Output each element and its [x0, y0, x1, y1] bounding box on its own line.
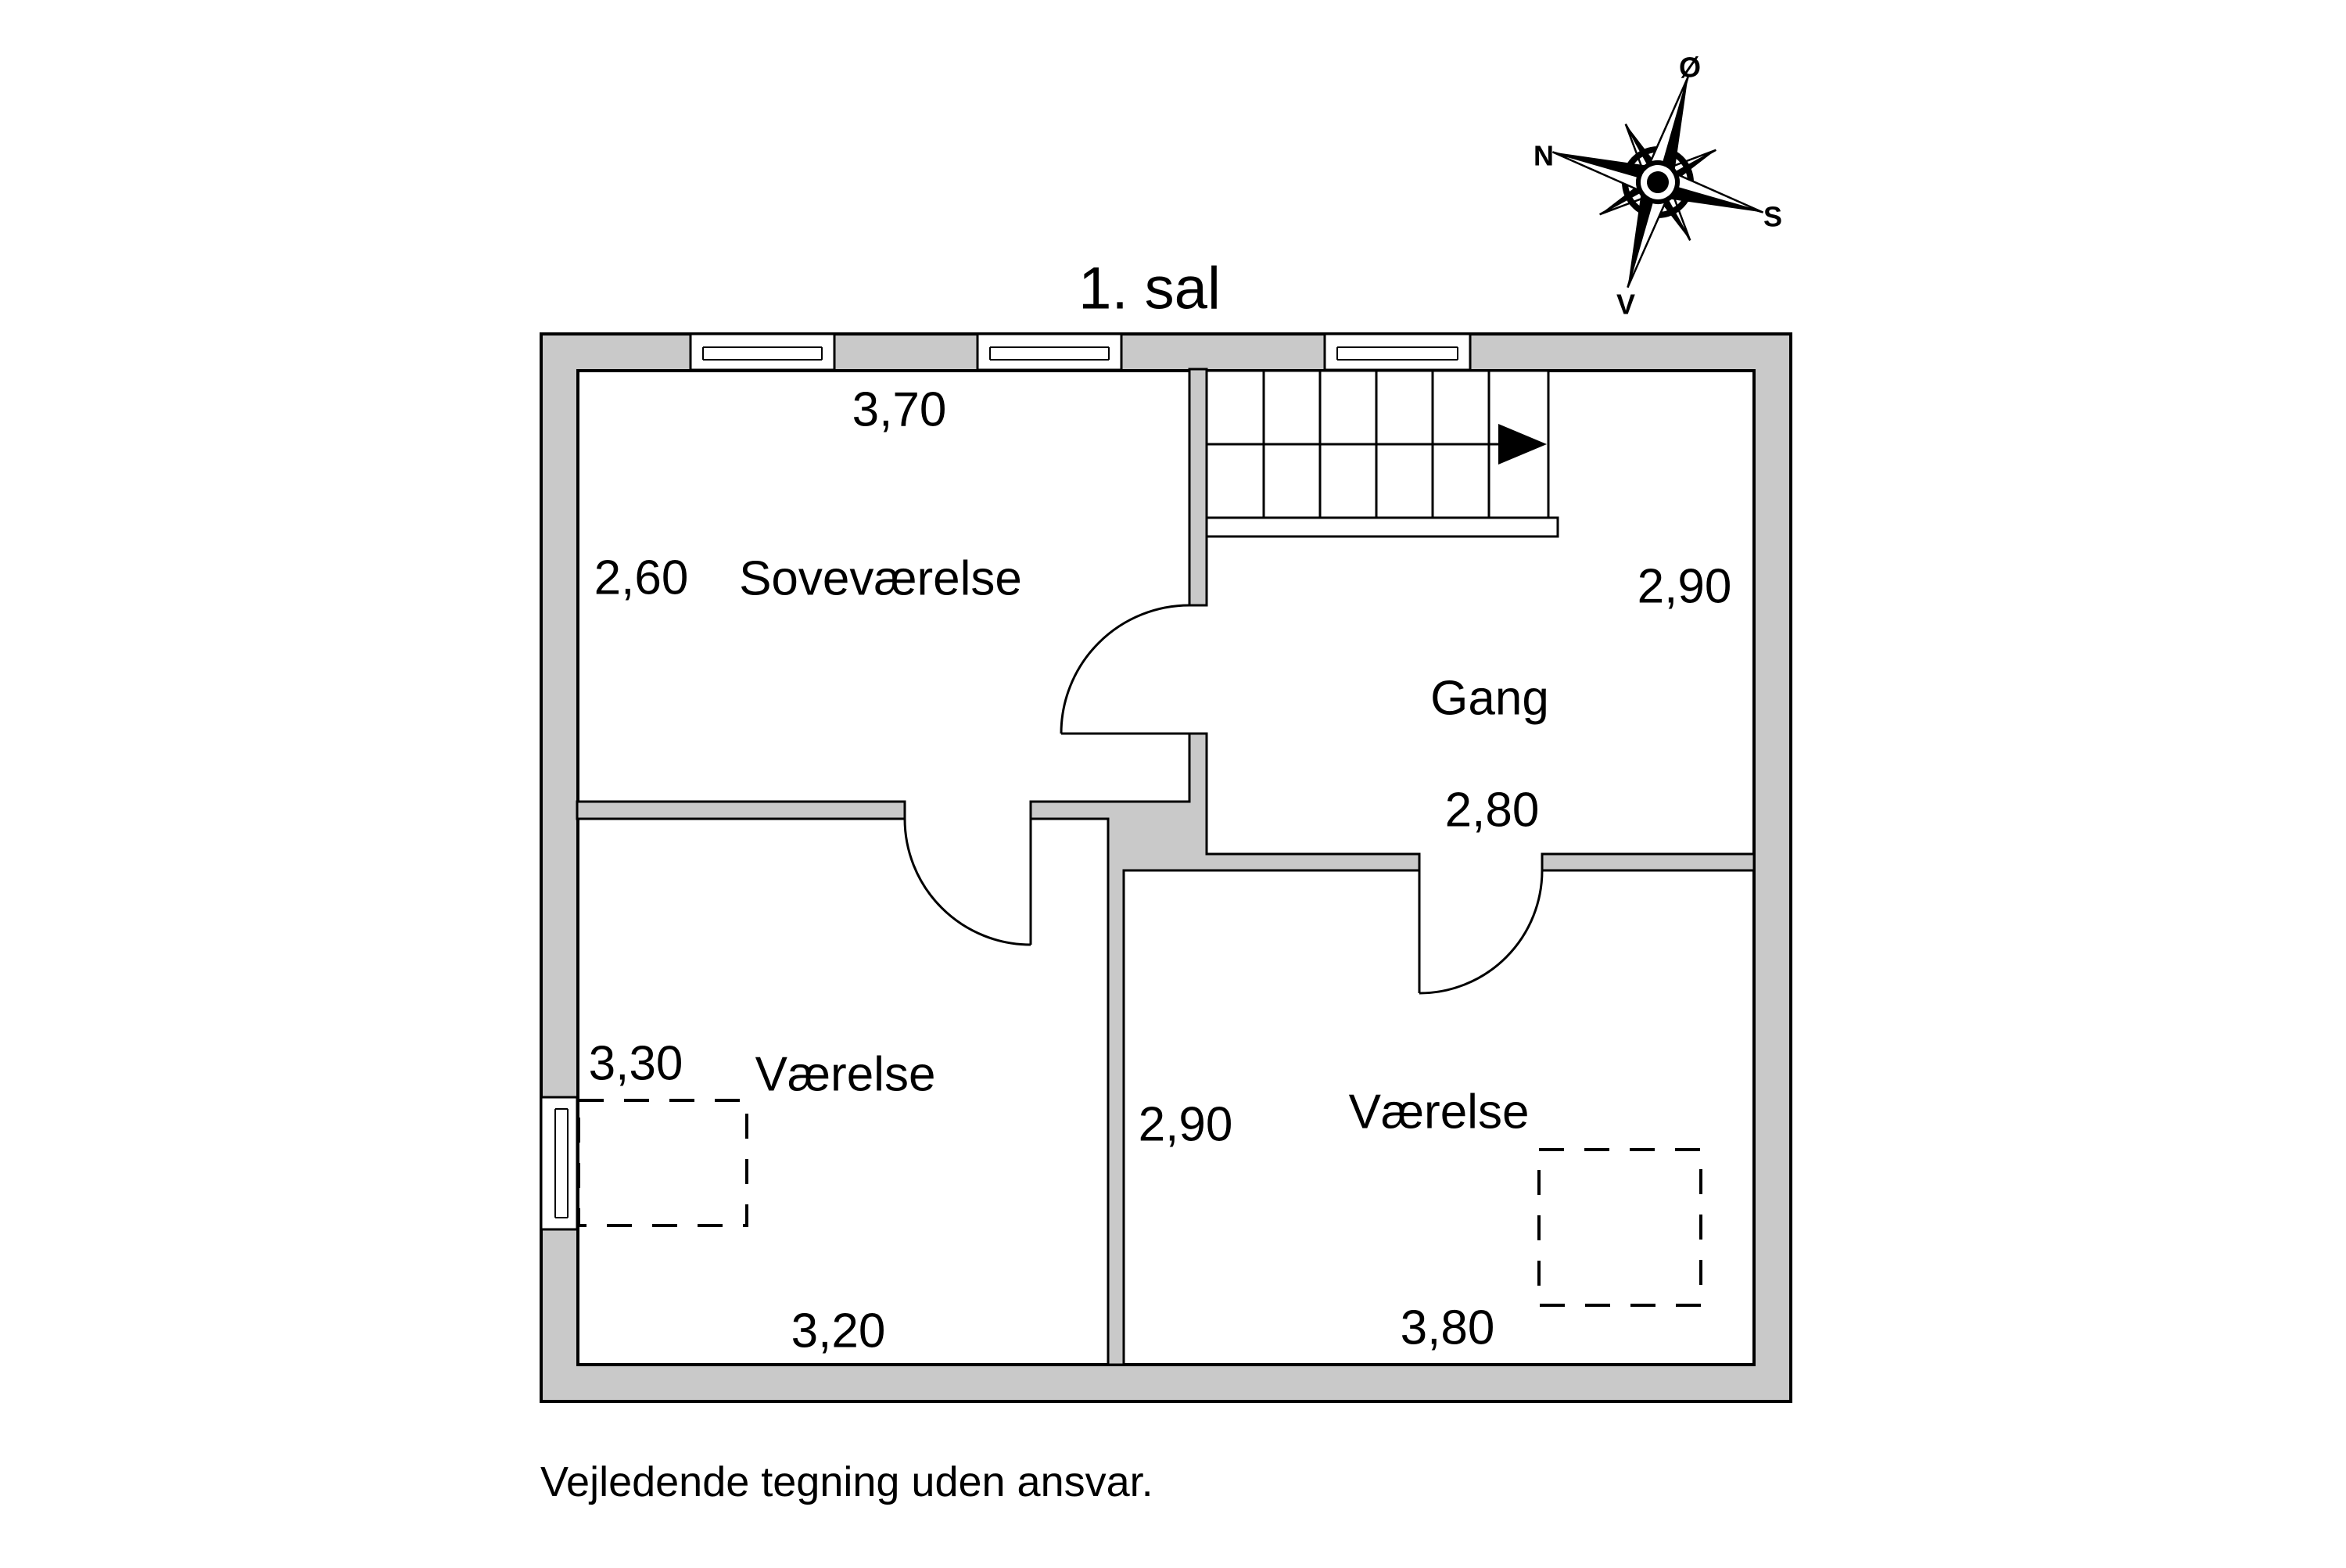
compass-west-label: V	[1616, 289, 1635, 321]
gang-label: Gang	[1430, 672, 1549, 726]
soevevaerelse-depth-dim: 2,60	[594, 551, 689, 605]
door-swing-arc	[1060, 604, 1190, 734]
window-top-1	[689, 332, 836, 371]
vaerelse-right-label: Værelse	[1349, 1085, 1530, 1139]
door-vaerelse-right	[1418, 870, 1544, 995]
plan-title: 1. sal	[1078, 256, 1221, 322]
compass-star	[1551, 76, 1764, 289]
vaerelse-left-label: Værelse	[755, 1048, 936, 1102]
compass-north-label: N	[1534, 140, 1554, 172]
soevevaerelse-width-dim: 3,70	[852, 383, 947, 437]
window-frame	[540, 1096, 579, 1231]
vaerelse-right-depth-dim: 2,90	[1139, 1098, 1233, 1152]
window-left	[540, 1096, 579, 1231]
window-frame	[976, 332, 1123, 371]
compass-cardinal-points	[1551, 76, 1764, 289]
stair-landing	[1205, 516, 1559, 538]
compass-east-label: Ø	[1679, 52, 1701, 84]
door-soevevaerelse	[1060, 604, 1190, 735]
door-swing-arc	[1419, 870, 1544, 995]
compass-south-label: S	[1763, 201, 1782, 233]
vaerelse-left-width-dim: 3,20	[791, 1304, 886, 1358]
compass-rose: Ø N S V	[1534, 52, 1782, 321]
dashed-box-right	[1537, 1148, 1702, 1307]
compass-hub-dot	[1647, 171, 1669, 193]
window-top-3	[1323, 332, 1472, 371]
gang-depth-dim: 2,90	[1638, 560, 1732, 614]
window-frame	[689, 332, 836, 371]
interior-wall-soevevaerelse-gang	[1188, 368, 1208, 607]
soevevaerelse-label: Soveværelse	[739, 552, 1022, 606]
window-top-2	[976, 332, 1123, 371]
staircase	[1205, 369, 1559, 538]
interior-wall-gang-vaerelse	[1541, 852, 1756, 872]
vaerelse-right-width-dim: 3,80	[1401, 1301, 1495, 1355]
door-vaerelse-left	[903, 818, 1032, 946]
vaerelse-left-depth-dim: 3,30	[589, 1037, 683, 1091]
dashed-box-left	[577, 1099, 748, 1227]
disclaimer-note: Vejledende tegning uden ansvar.	[540, 1459, 1153, 1505]
gang-width-dim: 2,80	[1445, 784, 1540, 838]
window-frame	[1323, 332, 1472, 371]
interior-wall-soevevaerelse-vaerelse	[576, 800, 906, 820]
stair-direction-arrow-icon	[1498, 424, 1547, 465]
door-swing-arc	[903, 818, 1031, 946]
interior-wall-junction	[1029, 732, 1421, 1366]
